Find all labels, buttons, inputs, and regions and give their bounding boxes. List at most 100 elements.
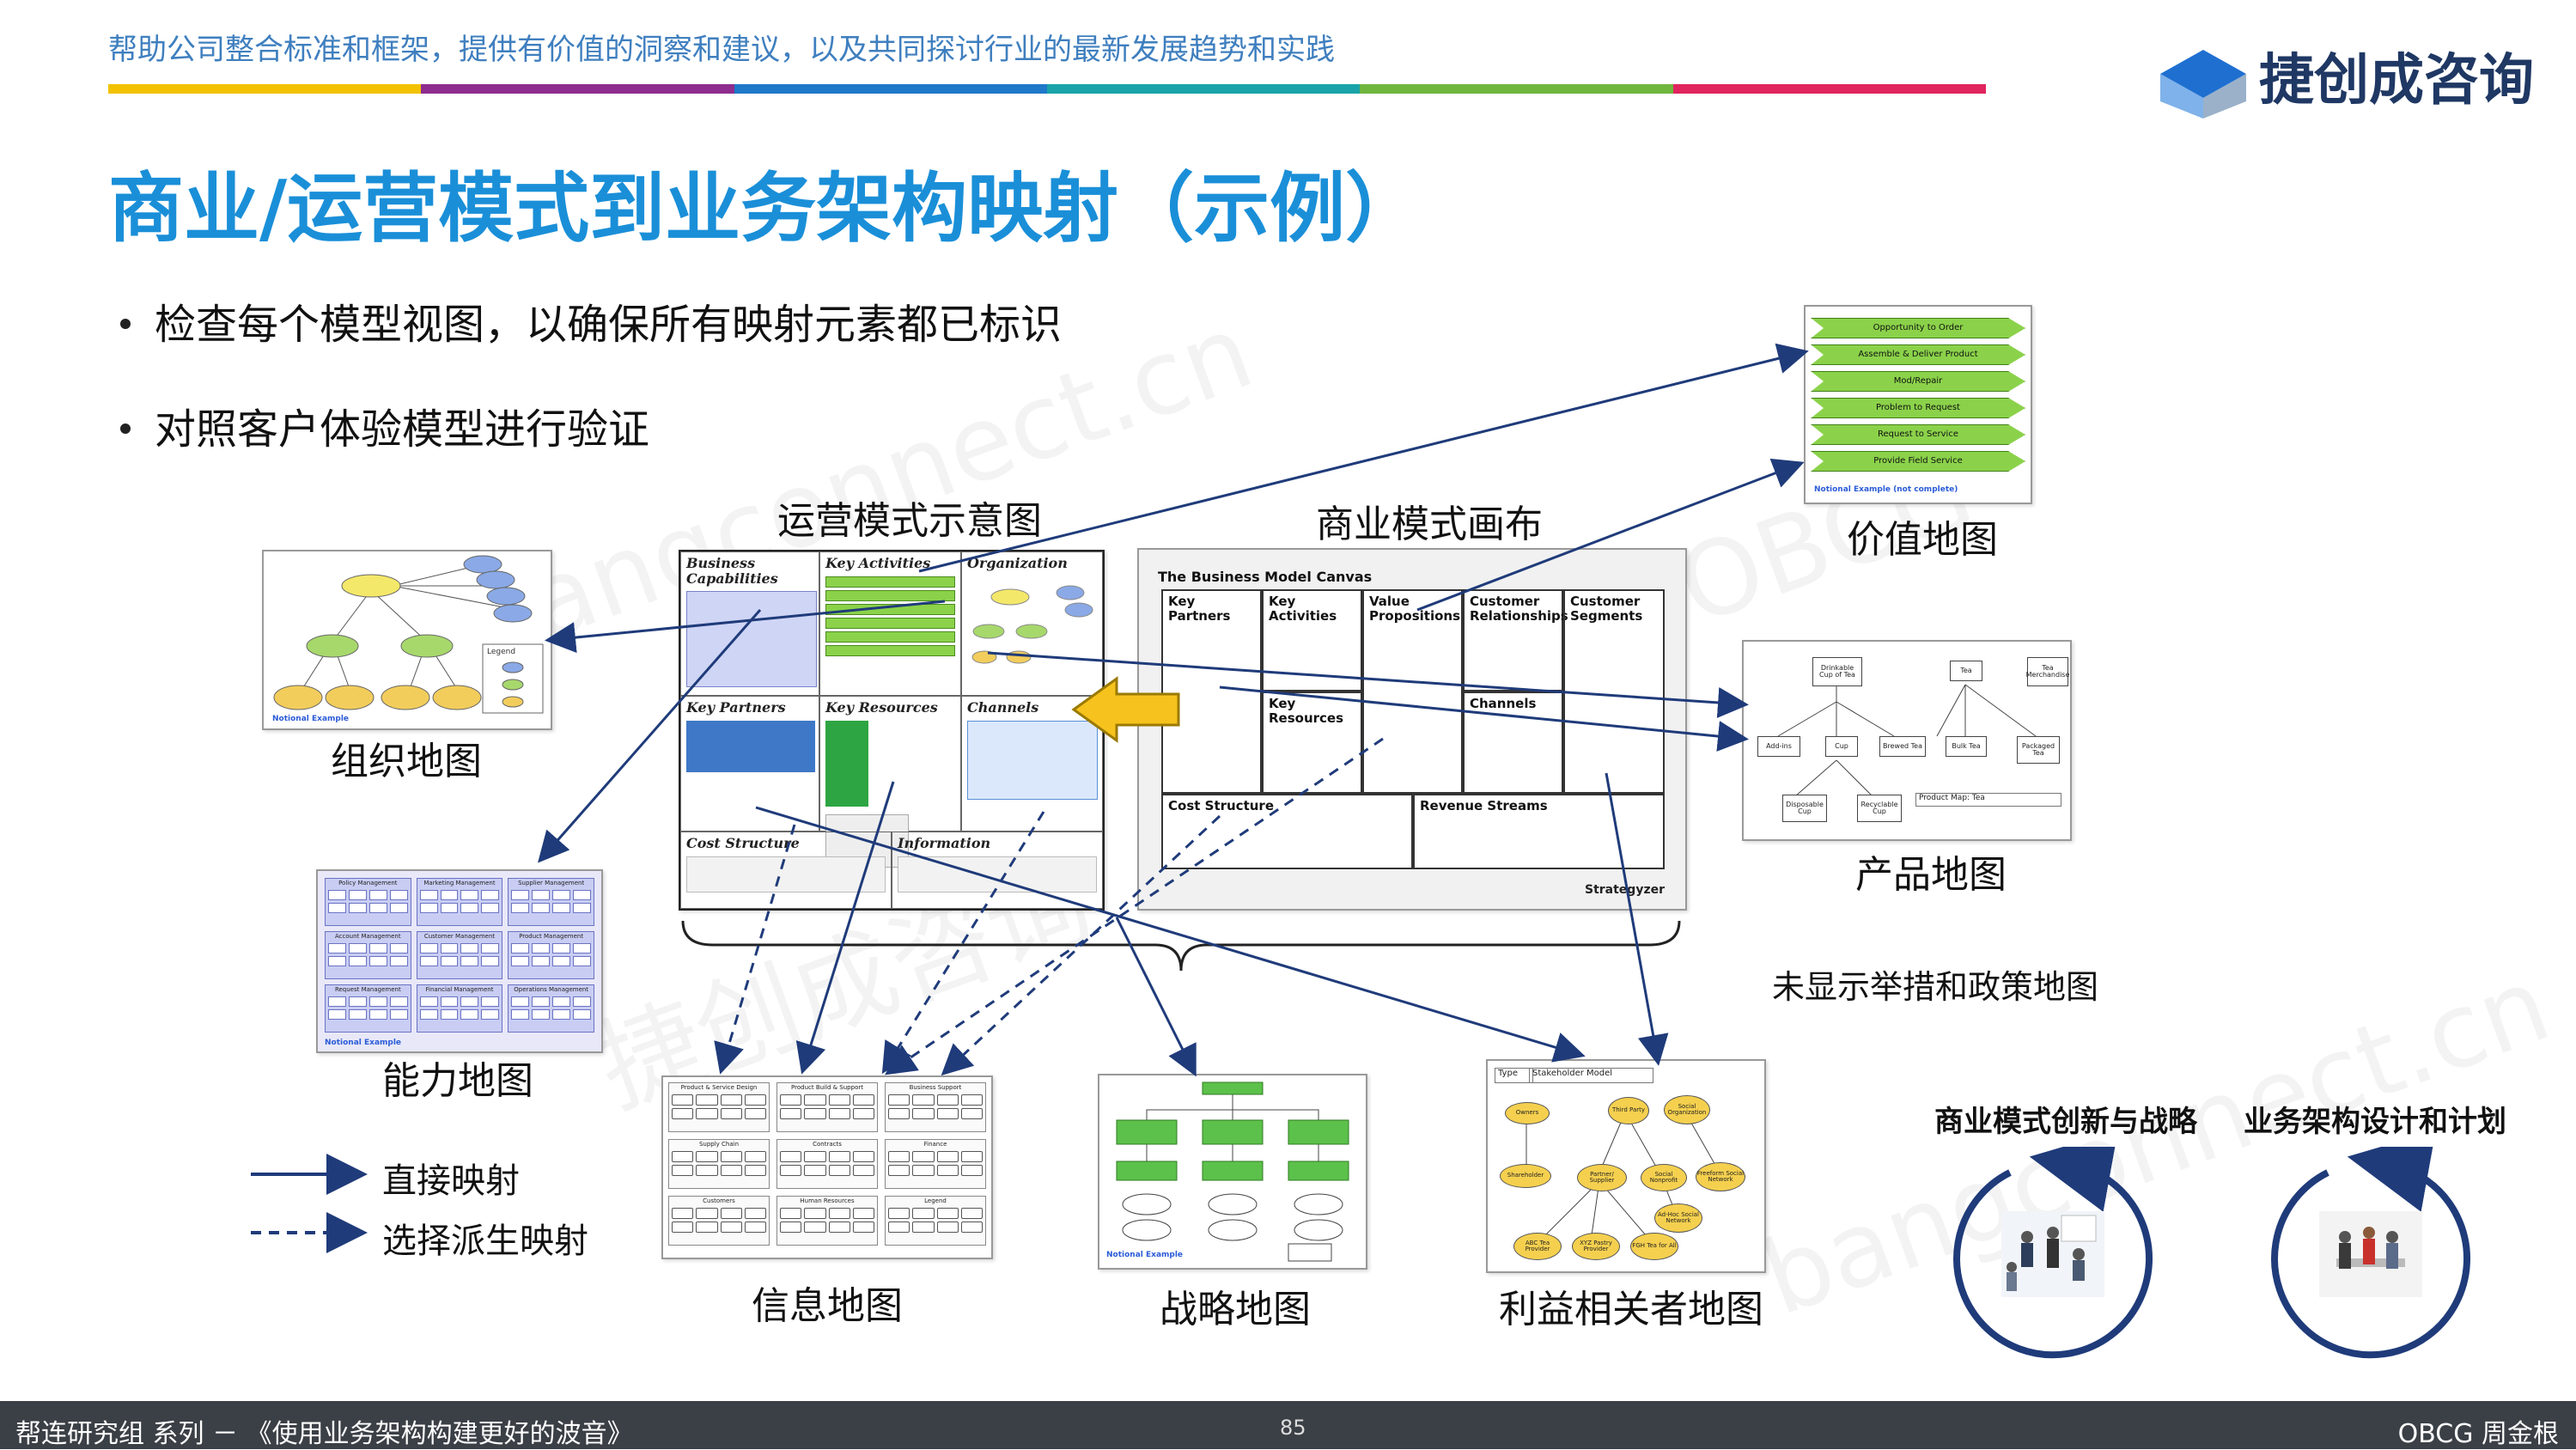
product-node: Disposable Cup (1782, 795, 1827, 822)
capability-group: Request Management (325, 984, 411, 1033)
info-group-label: Product Build & Support (791, 1084, 863, 1091)
capability-group-label: Operations Management (514, 986, 589, 993)
stakeholder-map-label: 利益相关者地图 (1499, 1288, 1763, 1331)
info-group-label: Finance (923, 1141, 947, 1148)
canvas-revenue-streams: Revenue Streams (1413, 794, 1665, 869)
product-node: Recyclable Cup (1857, 795, 1902, 822)
strategy-map-note: Notional Example (1106, 1251, 1184, 1259)
org-legend: Legend (487, 648, 516, 656)
value-chevron: Opportunity to Order (1811, 318, 2025, 338)
footer-series: 帮连研究组 系列 － 《使用业务架构构建更好的波音》 (15, 1419, 633, 1449)
canvas-title: The Business Model Canvas (1158, 569, 1373, 585)
info-group: Contracts (776, 1139, 878, 1189)
op-business-capabilities: Business Capabilities (680, 551, 819, 696)
info-group: Product & Service Design (668, 1082, 770, 1132)
page-number: 85 (1280, 1416, 1306, 1440)
business-model-canvas-thumbnail: The Business Model Canvas Key Partners K… (1137, 548, 1687, 911)
info-group-label: Contracts (813, 1141, 842, 1148)
capability-group: Financial Management (416, 984, 503, 1033)
legend-derived: 选择派生映射 (382, 1222, 588, 1261)
stakeholder-node: Partner/ Supplier (1577, 1164, 1627, 1191)
op-capability-grid (686, 591, 817, 688)
canvas-cost-structure: Cost Structure (1161, 794, 1413, 869)
info-group: Human Resources (776, 1196, 878, 1246)
stakeholder-node: ABC Tea Provider (1513, 1233, 1562, 1260)
info-group-label: Business Support (909, 1084, 962, 1091)
value-chevron: Mod/Repair (1811, 371, 2025, 392)
capability-group: Customer Management (416, 931, 503, 979)
canvas-brand: Strategyzer (1584, 883, 1665, 897)
info-group-label: Product & Service Design (680, 1084, 758, 1091)
bullet-dot-icon (120, 423, 131, 434)
info-group-label: Customers (703, 1197, 735, 1204)
info-group: Business Support (885, 1082, 986, 1132)
product-node: Bulk Tea (1946, 736, 1987, 757)
op-channels: Channels (961, 696, 1103, 832)
bullet-item: 对照客户体验模型进行验证 (120, 395, 649, 455)
canvas-channels: Channels (1463, 691, 1563, 794)
capability-group: Account Management (325, 931, 411, 979)
footer-bar (0, 1401, 2576, 1449)
capability-group-label: Financial Management (425, 986, 494, 993)
color-bar-segment (108, 84, 422, 94)
info-group-label: Human Resources (800, 1197, 855, 1204)
header-color-bar (108, 84, 1986, 94)
product-map-lines (1777, 684, 2037, 797)
strategy-map-thumbnail: Notional Example (1098, 1074, 1367, 1270)
product-node: Cup (1825, 736, 1858, 757)
stakeholder-node: Social Organization (1664, 1095, 1710, 1124)
info-group: Supply Chain (668, 1139, 770, 1189)
product-map-label: 产品地图 (1855, 853, 2007, 897)
tagline: 帮助公司整合标准和框架，提供有价值的洞察和建议，以及共同探讨行业的最新发展趋势和… (108, 33, 1335, 67)
capability-group-label: Policy Management (338, 880, 398, 886)
value-chevron: Provide Field Service (1811, 451, 2025, 472)
stakeholder-node: Owners (1505, 1102, 1550, 1124)
canvas-key-activities: Key Activities (1262, 589, 1362, 691)
org-map-note: Notional Example (272, 715, 350, 723)
value-map-note: Notional Example (not complete) (1814, 485, 1958, 494)
op-key-activities: Key Activities (819, 551, 961, 696)
info-group: Customers (668, 1196, 770, 1246)
capability-group-label: Request Management (334, 986, 401, 993)
color-bar-segment (421, 84, 734, 94)
bullet-dot-icon (120, 319, 131, 329)
operating-model-label: 运营模式示意图 (777, 499, 1042, 543)
innovation-label: 商业模式创新与战略 (1934, 1105, 2197, 1139)
team-discussion-icon (2319, 1211, 2422, 1297)
op-key-partners: Key Partners (680, 696, 819, 832)
info-map-thumbnail: Product & Service Design Product Build & … (661, 1075, 993, 1259)
logo-text: 捷创成咨询 (2259, 49, 2534, 113)
legend-direct: 直接映射 (382, 1161, 520, 1201)
strategy-tree-icon (1116, 1081, 1349, 1262)
product-node: Tea (1950, 661, 1982, 681)
ba-design-label: 业务架构设计和计划 (2244, 1105, 2506, 1139)
canvas-key-resources: Key Resources (1262, 691, 1362, 794)
stakeholder-node: Ad-Hoc Social Network (1654, 1203, 1702, 1233)
info-group: Legend (885, 1196, 986, 1246)
info-map-label: 信息地图 (752, 1284, 903, 1328)
value-chevron: Problem to Request (1811, 398, 2025, 418)
capability-group: Marketing Management (416, 878, 503, 926)
page-title: 商业/运营模式到业务架构映射（示例） (108, 164, 1422, 253)
capability-group: Supplier Management (508, 878, 594, 926)
info-group-label: Supply Chain (698, 1141, 740, 1148)
color-bar-segment (1046, 84, 1361, 94)
capability-map-note: Notional Example (325, 1039, 402, 1047)
info-group-label: Legend (924, 1197, 947, 1204)
bullet-item: 检查每个模型视图，以确保所有映射元素都已标识 (120, 290, 1062, 350)
business-model-canvas-label: 商业模式画布 (1316, 503, 1543, 546)
capability-map-label: 能力地图 (382, 1059, 533, 1103)
op-cost-structure: Cost Structure (680, 832, 892, 909)
product-node: Tea Merchandise (2026, 657, 2069, 686)
product-map-note: Product Map: Tea (1915, 793, 2061, 807)
cycle-circles (1953, 1147, 2471, 1359)
capability-group: Operations Management (508, 984, 594, 1033)
value-chevron: Request to Service (1811, 424, 2025, 445)
strategy-map-label: 战略地图 (1160, 1288, 1311, 1331)
product-node: Add-ins (1757, 736, 1800, 757)
stakeholder-node: Social Nonprofit (1641, 1164, 1687, 1191)
